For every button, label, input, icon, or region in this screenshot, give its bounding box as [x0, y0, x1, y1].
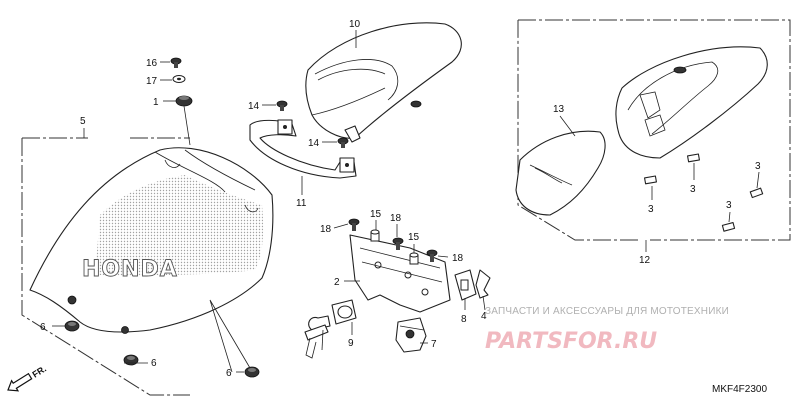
- callout-6: 6: [40, 322, 46, 333]
- clip: [687, 153, 700, 163]
- rider-seat: HONDA: [29, 147, 274, 334]
- bolt: [348, 218, 360, 231]
- leader-line: [482, 295, 486, 311]
- callout-18: 18: [320, 224, 332, 235]
- leader-line: [756, 171, 760, 189]
- leader-line: [728, 211, 731, 223]
- bolt: [276, 100, 288, 111]
- bolt: [337, 137, 349, 148]
- seat-lock-bracket: [349, 234, 451, 313]
- callout-6: 6: [226, 368, 232, 379]
- leader-line: [559, 115, 576, 137]
- callout-14: 14: [308, 138, 320, 149]
- seat-wing-logo-pattern: [95, 175, 264, 276]
- cowl-mount-pin: [410, 100, 422, 108]
- grommet: [123, 354, 139, 366]
- callout-18: 18: [452, 253, 464, 264]
- callout-5: 5: [80, 116, 86, 127]
- bolt: [392, 237, 404, 250]
- callout-10: 10: [349, 19, 361, 30]
- callout-2: 2: [334, 277, 340, 288]
- callout-9: 9: [348, 338, 354, 349]
- collar: [409, 252, 419, 265]
- callout-13: 13: [553, 104, 565, 115]
- callout-4: 4: [481, 311, 487, 322]
- watermark-logo: PARTSFOR.RU: [485, 329, 657, 354]
- seat-group-frame: [21, 137, 190, 396]
- callout-15: 15: [370, 209, 382, 220]
- collar: [370, 229, 380, 242]
- cowl-group-frame: [517, 19, 791, 241]
- callout-12: 12: [639, 255, 651, 266]
- screw: [170, 57, 182, 68]
- seat-latch: [395, 317, 427, 353]
- seat-hook: [121, 326, 129, 334]
- callout-8: 8: [461, 314, 467, 325]
- leader-line: [437, 255, 449, 258]
- seat-cowl: [615, 46, 768, 159]
- clip: [644, 175, 657, 185]
- callout-3: 3: [690, 184, 696, 195]
- leader-line: [333, 223, 349, 229]
- grommet: [64, 320, 80, 332]
- callout-14: 14: [248, 101, 260, 112]
- callout-3: 3: [726, 200, 732, 211]
- grommet: [244, 366, 260, 378]
- callout-3: 3: [755, 161, 761, 172]
- clip: [721, 221, 736, 232]
- cable-clamp: [454, 269, 477, 301]
- clip: [749, 187, 764, 199]
- seat-key-cylinder: [304, 299, 357, 359]
- seat-hook: [67, 295, 77, 305]
- callout-15: 15: [408, 232, 420, 243]
- callout-17: 17: [146, 76, 158, 87]
- washer: [172, 75, 186, 83]
- callout-1: 1: [153, 97, 159, 108]
- callout-6: 6: [151, 358, 157, 369]
- front-direction-label: FR.: [30, 364, 48, 380]
- front-direction-arrow: FR.: [7, 364, 48, 392]
- spring-clip: [475, 269, 491, 299]
- seat-strap: [249, 119, 357, 179]
- cowl-inner-panel: [515, 130, 606, 216]
- callout-11: 11: [296, 198, 307, 209]
- callout-16: 16: [146, 58, 158, 69]
- callout-7: 7: [431, 339, 437, 350]
- diagram-part-code: MKF4F2300: [712, 384, 767, 395]
- seat-brand-mark: HONDA: [82, 257, 178, 282]
- watermark-tagline: ЗАПЧАСТИ И АКСЕССУАРЫ ДЛЯ МОТОТЕХНИКИ: [485, 306, 729, 317]
- bolt: [426, 249, 438, 262]
- callout-18: 18: [390, 213, 402, 224]
- callout-3: 3: [648, 204, 654, 215]
- pillion-seat-cowl: [305, 22, 462, 143]
- cushion-rubber: [175, 95, 193, 107]
